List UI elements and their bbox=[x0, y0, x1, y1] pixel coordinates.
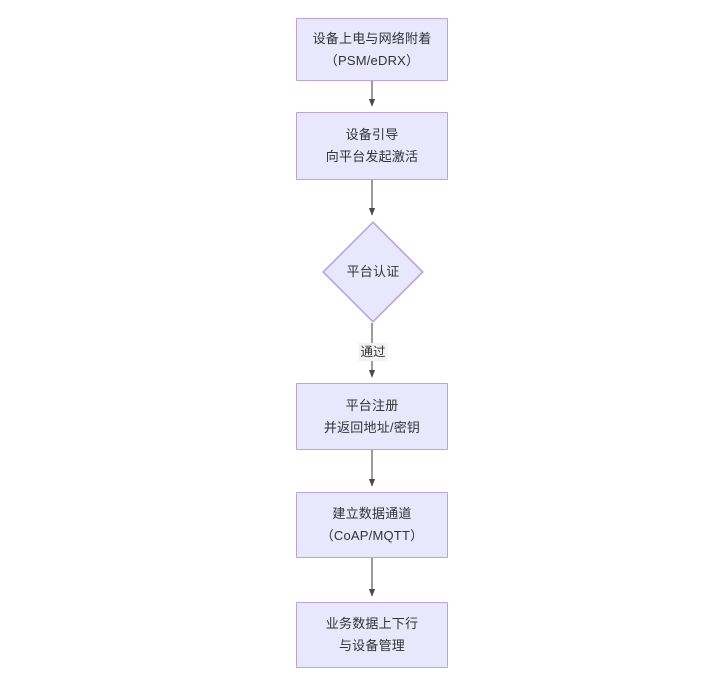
node-label: 设备引导 向平台发起激活 bbox=[325, 127, 419, 164]
node-label: 设备上电与网络附着 （PSM/eDRX） bbox=[312, 30, 432, 68]
node-platform-registration[interactable]: 平台注册 并返回地址/密钥 bbox=[296, 383, 448, 450]
node-business-data-and-device-management[interactable]: 业务数据上下行 与设备管理 bbox=[296, 602, 448, 668]
edge-label-pass: 通过 bbox=[358, 343, 388, 361]
node-device-power-on[interactable]: 设备上电与网络附着 （PSM/eDRX） bbox=[296, 18, 448, 81]
node-establish-data-channel[interactable]: 建立数据通道 （CoAP/MQTT） bbox=[296, 492, 448, 558]
node-device-bootstrap[interactable]: 设备引导 向平台发起激活 bbox=[296, 112, 448, 180]
diamond-shape bbox=[322, 221, 424, 323]
node-label: 平台注册 并返回地址/密钥 bbox=[323, 397, 421, 435]
node-platform-authentication[interactable]: 平台认证 bbox=[322, 221, 424, 323]
node-label: 平台认证 bbox=[346, 264, 400, 279]
node-label: 建立数据通道 （CoAP/MQTT） bbox=[320, 506, 424, 543]
node-label: 业务数据上下行 与设备管理 bbox=[325, 616, 419, 653]
